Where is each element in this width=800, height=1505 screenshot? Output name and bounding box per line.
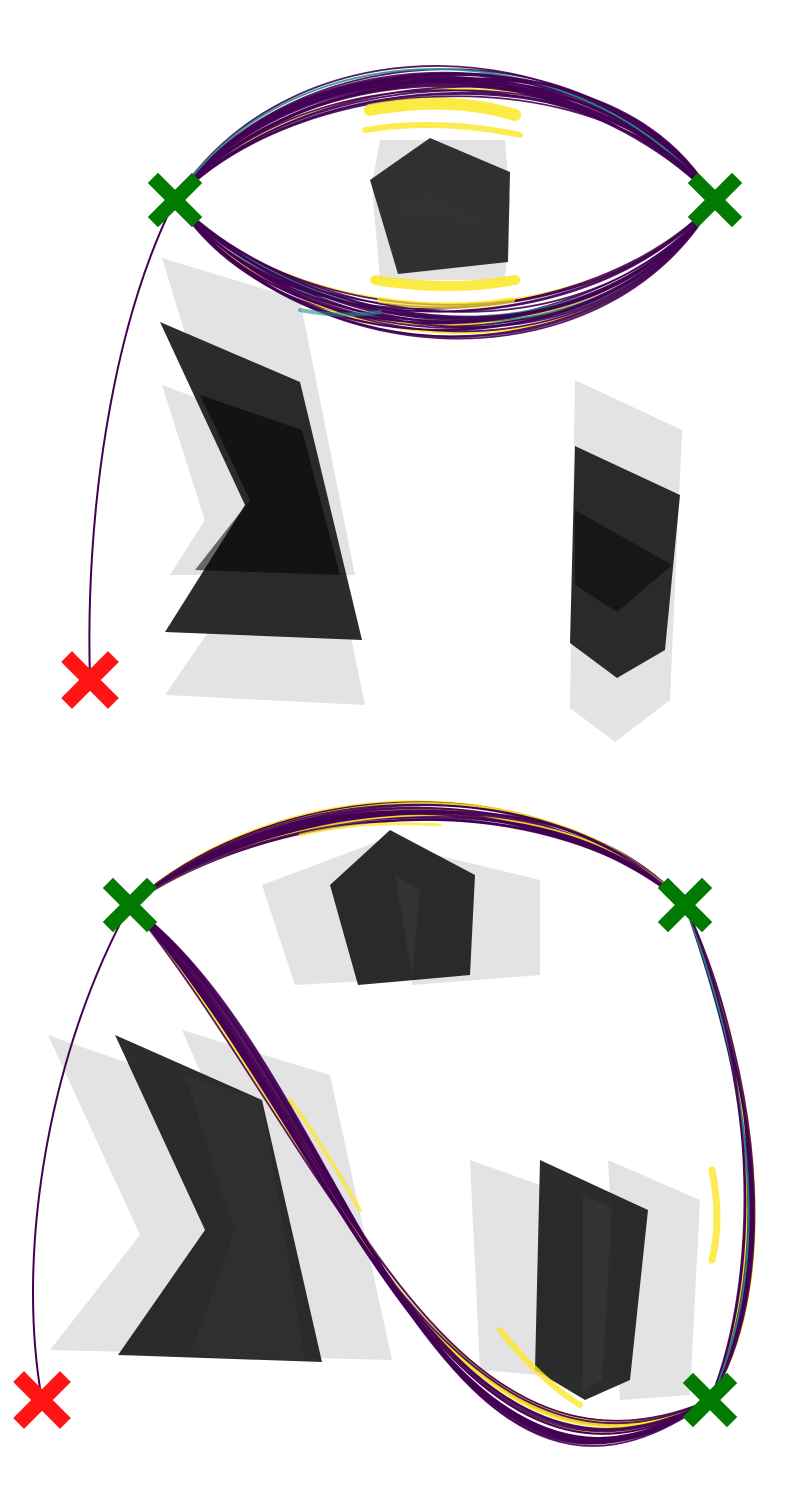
trajectory-highlight xyxy=(377,297,515,309)
trajectory-highlight xyxy=(298,308,382,317)
waypoint-marker xyxy=(657,877,713,933)
trajectory-path xyxy=(129,810,686,906)
trajectory-highlight xyxy=(362,122,523,138)
trajectory-highlight xyxy=(370,275,520,291)
trajectory-bundle xyxy=(32,800,756,1447)
trajectory-bundle xyxy=(88,65,716,681)
waypoint-marker xyxy=(147,172,203,228)
obstacles xyxy=(160,138,680,678)
trajectory-path xyxy=(174,78,716,201)
trajectory-path xyxy=(684,904,756,1401)
trajectory-path xyxy=(684,904,750,1401)
trajectory-highlight xyxy=(288,1098,362,1212)
trajectory-highlight xyxy=(497,1327,583,1408)
trajectory-path xyxy=(174,199,716,340)
trajectory-path xyxy=(129,904,711,1435)
waypoint-marker xyxy=(687,172,743,228)
start-marker xyxy=(13,1371,71,1429)
obstacles xyxy=(115,830,648,1400)
obstacle xyxy=(185,1075,305,1360)
obstacle xyxy=(395,875,420,975)
trajectory-path xyxy=(129,803,686,906)
top-panel xyxy=(61,65,743,742)
waypoint-marker xyxy=(102,877,158,933)
trajectory-path xyxy=(129,904,711,1425)
trajectory-highlight xyxy=(708,1166,721,1264)
trajectory-path xyxy=(129,904,711,1422)
trajectory-path xyxy=(174,73,716,201)
trajectory-path xyxy=(174,80,716,201)
trajectory-path xyxy=(129,904,711,1439)
trajectory-path xyxy=(174,68,716,201)
obstacle xyxy=(575,510,672,612)
obstacle xyxy=(382,192,505,230)
trajectory-highlight xyxy=(364,97,521,121)
obstacle xyxy=(570,446,680,678)
trajectory-path xyxy=(174,199,716,318)
obstacle xyxy=(195,395,340,575)
trajectory-path xyxy=(129,904,711,1442)
trajectory-path xyxy=(174,85,716,201)
waypoint-marker xyxy=(682,1372,738,1428)
obstacle xyxy=(583,1195,612,1390)
start-marker xyxy=(61,651,119,709)
bottom-panel xyxy=(13,800,756,1447)
trajectory-path xyxy=(174,93,716,201)
trajectory-path xyxy=(174,199,716,331)
trajectory-path xyxy=(684,904,746,1401)
trajectory-highlight xyxy=(298,822,442,837)
